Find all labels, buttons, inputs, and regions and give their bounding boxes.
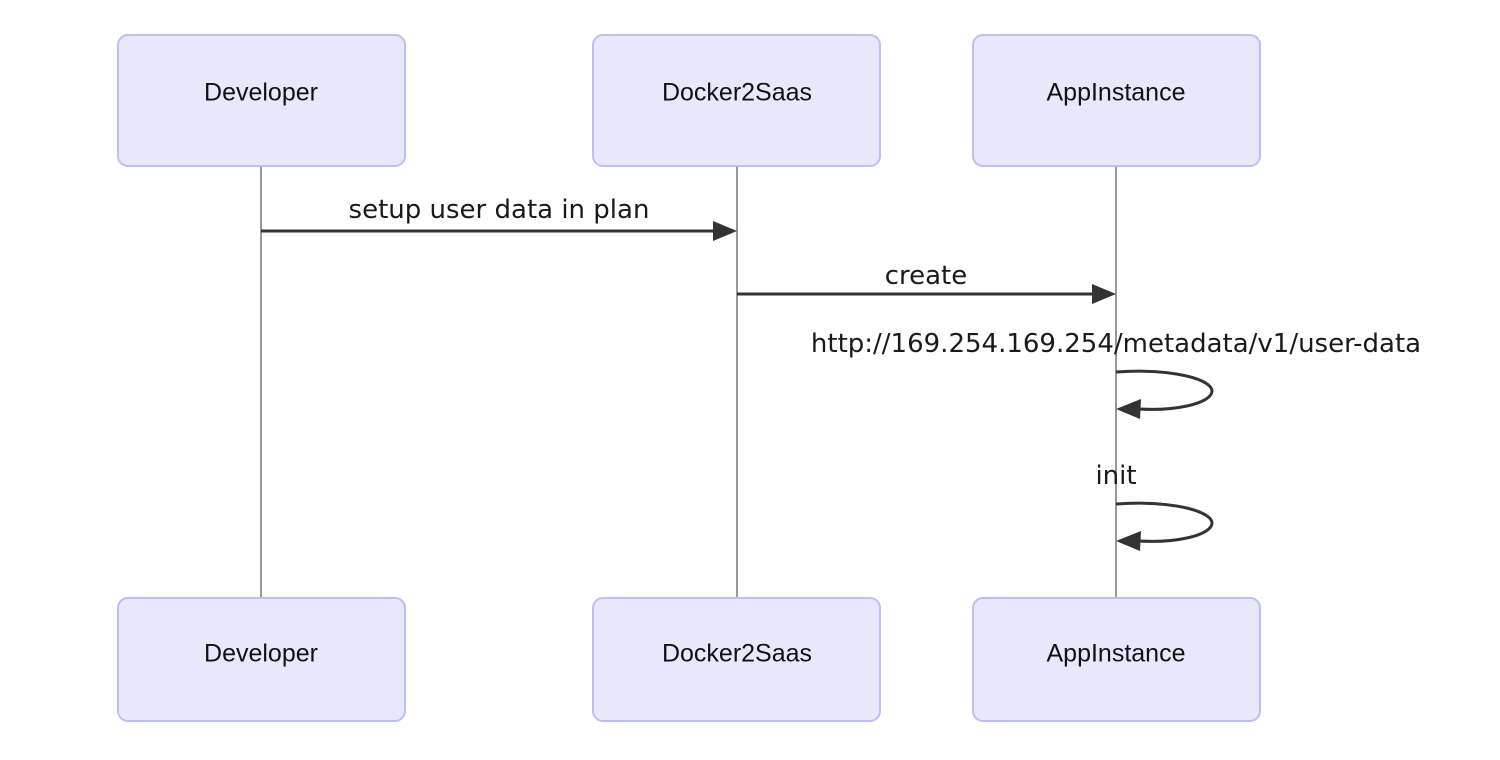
message-label-metadata-url: http://169.254.169.254/metadata/v1/user-…: [811, 329, 1421, 359]
participant-label-developer-top: Developer: [204, 79, 318, 107]
participant-boxes-top: Developer Docker2Saas AppInstance: [117, 34, 1261, 167]
participant-label-appinstance-top: AppInstance: [1047, 79, 1186, 107]
message-setup-user-data[interactable]: setup user data in plan: [261, 195, 737, 241]
participant-developer-bottom[interactable]: Developer: [117, 597, 406, 722]
participant-box-developer-bottom[interactable]: [117, 597, 406, 722]
participant-docker2saas-bottom[interactable]: Docker2Saas: [592, 597, 881, 722]
message-label-init: init: [1095, 461, 1136, 491]
participant-box-appinstance-top[interactable]: [972, 34, 1261, 167]
message-label-create: create: [885, 261, 968, 291]
lifelines-group: [260, 166, 1117, 598]
participant-box-appinstance-bottom[interactable]: [972, 597, 1261, 722]
participant-box-docker2saas-bottom[interactable]: [592, 597, 881, 722]
arrowhead-setup-user-data: [713, 221, 737, 241]
arrowhead-create: [1092, 284, 1116, 304]
participant-appinstance-top[interactable]: AppInstance: [972, 34, 1261, 167]
message-create[interactable]: create: [737, 261, 1116, 304]
message-label-setup-user-data: setup user data in plan: [349, 195, 650, 225]
self-loop-path-metadata-url: [1115, 369, 1214, 411]
participant-label-docker2saas-top: Docker2Saas: [662, 79, 812, 107]
participant-box-developer-top[interactable]: [117, 34, 406, 167]
participant-docker2saas-top[interactable]: Docker2Saas: [592, 34, 881, 167]
participant-label-docker2saas-bottom: Docker2Saas: [662, 640, 812, 668]
arrowhead-init: [1116, 531, 1141, 551]
participant-boxes-bottom: Developer Docker2Saas AppInstance: [117, 597, 1261, 722]
arrowhead-metadata-url: [1116, 399, 1141, 419]
participant-label-developer-bottom: Developer: [204, 640, 318, 668]
participant-box-docker2saas-top[interactable]: [592, 34, 881, 167]
message-metadata-url[interactable]: http://169.254.169.254/metadata/v1/user-…: [811, 329, 1421, 419]
self-loop-path-init: [1115, 501, 1214, 543]
participant-label-appinstance-bottom: AppInstance: [1047, 640, 1186, 668]
message-init[interactable]: init: [1095, 461, 1214, 551]
participant-developer-top[interactable]: Developer: [117, 34, 406, 167]
participant-appinstance-bottom[interactable]: AppInstance: [972, 597, 1261, 722]
